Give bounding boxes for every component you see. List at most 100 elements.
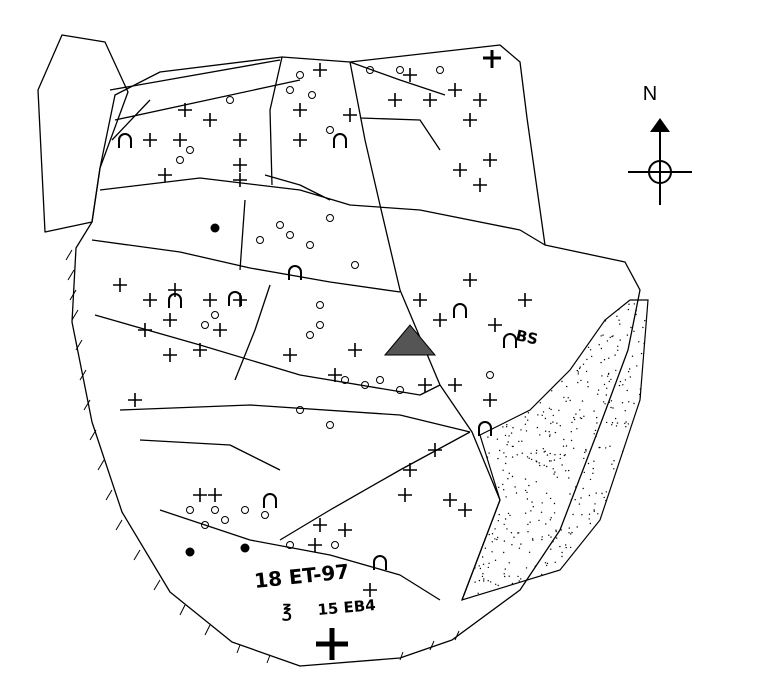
cross-engraving bbox=[343, 108, 357, 122]
compass-circle-icon bbox=[648, 160, 672, 184]
cross-engraving bbox=[308, 538, 322, 552]
cross-engraving bbox=[428, 443, 442, 457]
horseshoe-engraving bbox=[478, 421, 492, 436]
cup-mark-engraving bbox=[256, 236, 264, 244]
inscription-bs: BS bbox=[514, 326, 540, 348]
engraved-symbols bbox=[113, 63, 532, 597]
cross-engraving bbox=[213, 323, 227, 337]
cross-engraving bbox=[448, 83, 462, 97]
cross-engraving bbox=[348, 343, 362, 357]
cross-engraving bbox=[483, 393, 497, 407]
cross-engraving bbox=[203, 113, 217, 127]
horseshoe-engraving bbox=[228, 291, 242, 306]
cross-engraving bbox=[128, 393, 142, 407]
cross-engraving bbox=[233, 158, 247, 172]
cross-engraving bbox=[163, 313, 177, 327]
cross-engraving bbox=[163, 348, 177, 362]
cross-engraving bbox=[143, 293, 157, 307]
top-cross-engraving bbox=[483, 50, 501, 68]
cup-mark-engraving bbox=[201, 521, 209, 529]
cross-engraving bbox=[113, 278, 127, 292]
cup-mark-engraving bbox=[201, 321, 209, 329]
cup-mark-engraving bbox=[351, 261, 359, 269]
cup-mark-engraving bbox=[186, 146, 194, 154]
north-arrow-head-icon bbox=[650, 118, 670, 132]
cross-engraving bbox=[203, 293, 217, 307]
cup-mark-engraving bbox=[241, 506, 249, 514]
inscription-glyph: ℥ bbox=[282, 602, 292, 622]
cross-engraving bbox=[193, 343, 207, 357]
cup-mark-engraving bbox=[361, 381, 369, 389]
cross-engraving bbox=[433, 313, 447, 327]
cross-engraving bbox=[143, 133, 157, 147]
cup-mark-engraving bbox=[286, 231, 294, 239]
main-rock-outline bbox=[71, 44, 641, 667]
cup-mark-engraving bbox=[211, 311, 219, 319]
cross-engraving bbox=[338, 523, 352, 537]
cup-mark-engraving bbox=[296, 406, 304, 414]
cup-mark-engraving bbox=[286, 541, 294, 549]
cross-engraving bbox=[458, 503, 472, 517]
cup-mark-engraving bbox=[396, 386, 404, 394]
cup-mark-engraving bbox=[326, 421, 334, 429]
cup-mark-engraving bbox=[226, 96, 234, 104]
cross-engraving bbox=[518, 293, 532, 307]
horseshoe-engraving bbox=[288, 265, 302, 280]
hatched-triangle-engraving bbox=[383, 324, 437, 356]
rock-edge-hatching bbox=[65, 249, 460, 664]
left-rock-outline bbox=[37, 34, 129, 233]
cross-engraving bbox=[398, 488, 412, 502]
cross-engraving bbox=[193, 488, 207, 502]
cross-engraving bbox=[488, 318, 502, 332]
cross-engraving bbox=[453, 163, 467, 177]
cross-engraving bbox=[233, 133, 247, 147]
cup-mark-engraving bbox=[396, 66, 404, 74]
filled-cup-mark bbox=[185, 547, 195, 557]
cup-mark-engraving bbox=[276, 221, 284, 229]
cross-engraving bbox=[293, 133, 307, 147]
cup-mark-engraving bbox=[366, 66, 374, 74]
horseshoe-engraving bbox=[453, 303, 467, 318]
cross-engraving bbox=[448, 378, 462, 392]
cross-engraving bbox=[173, 133, 187, 147]
cross-engraving bbox=[403, 463, 417, 477]
cross-engraving bbox=[363, 583, 377, 597]
cup-mark-engraving bbox=[341, 376, 349, 384]
cross-engraving bbox=[233, 173, 247, 187]
cross-engraving bbox=[388, 93, 402, 107]
cup-mark-engraving bbox=[436, 66, 444, 74]
cup-mark-engraving bbox=[296, 71, 304, 79]
horseshoe-engraving bbox=[263, 493, 277, 508]
north-arrow: N bbox=[628, 83, 692, 205]
cross-engraving bbox=[158, 168, 172, 182]
cross-engraving bbox=[418, 378, 432, 392]
cross-engraving bbox=[293, 103, 307, 117]
horseshoe-engraving bbox=[373, 555, 387, 570]
cross-engraving bbox=[328, 368, 342, 382]
cup-mark-engraving bbox=[316, 321, 324, 329]
cup-mark-engraving bbox=[308, 91, 316, 99]
cup-mark-engraving bbox=[286, 86, 294, 94]
cup-mark-engraving bbox=[176, 156, 184, 164]
cup-mark-engraving bbox=[306, 331, 314, 339]
cross-engraving bbox=[313, 518, 327, 532]
cup-mark-engraving bbox=[261, 511, 269, 519]
cross-engraving bbox=[473, 93, 487, 107]
cross-engraving bbox=[403, 68, 417, 82]
cross-engraving bbox=[208, 488, 222, 502]
cup-mark-engraving bbox=[221, 516, 229, 524]
horseshoe-engraving bbox=[168, 293, 182, 308]
cross-engraving bbox=[423, 93, 437, 107]
cross-engraving bbox=[443, 493, 457, 507]
cup-mark-engraving bbox=[376, 376, 384, 384]
horseshoe-engraving bbox=[118, 133, 132, 148]
cross-engraving bbox=[463, 273, 477, 287]
horseshoe-engraving bbox=[333, 133, 347, 148]
cup-mark-engraving bbox=[186, 506, 194, 514]
cross-engraving bbox=[413, 293, 427, 307]
cup-mark-engraving bbox=[316, 301, 324, 309]
cup-mark-engraving bbox=[211, 506, 219, 514]
inscription-date-1: 18 ET-97 bbox=[253, 559, 350, 593]
